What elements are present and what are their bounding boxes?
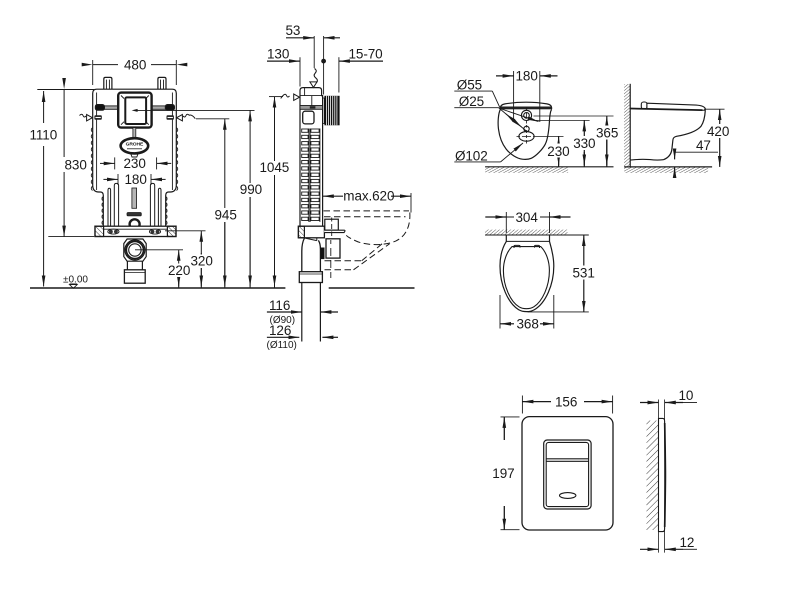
svg-text:304: 304 [516, 210, 539, 225]
svg-text:197: 197 [492, 466, 514, 481]
svg-text:330: 330 [573, 136, 595, 151]
svg-text:126: 126 [269, 323, 291, 338]
svg-text:(Ø90): (Ø90) [270, 315, 296, 326]
svg-text:220: 220 [168, 263, 190, 278]
svg-text:180: 180 [125, 172, 147, 187]
svg-text:420: 420 [707, 124, 729, 139]
svg-text:GROHE: GROHE [126, 142, 144, 148]
svg-text:Ø55: Ø55 [457, 78, 482, 93]
svg-text:368: 368 [517, 316, 539, 331]
svg-text:990: 990 [240, 182, 262, 197]
svg-text:130: 130 [267, 46, 289, 61]
svg-text:±0.00: ±0.00 [63, 275, 88, 286]
svg-text:Ø25: Ø25 [459, 94, 484, 109]
svg-text:47: 47 [696, 138, 711, 153]
svg-text:945: 945 [215, 207, 237, 222]
svg-text:(Ø110): (Ø110) [267, 340, 297, 351]
svg-text:320: 320 [191, 254, 213, 269]
svg-text:15-70: 15-70 [349, 46, 383, 61]
svg-text:230: 230 [547, 144, 569, 159]
svg-text:830: 830 [65, 157, 87, 172]
svg-text:365: 365 [596, 126, 618, 141]
svg-text:230: 230 [124, 156, 146, 171]
svg-text:10: 10 [679, 388, 694, 403]
svg-text:max.620: max.620 [343, 189, 394, 204]
svg-text:156: 156 [555, 394, 577, 409]
svg-text:1110: 1110 [30, 128, 58, 143]
svg-text:Ø102: Ø102 [455, 148, 488, 163]
svg-text:531: 531 [573, 266, 595, 281]
svg-text:1045: 1045 [260, 160, 290, 175]
svg-text:12: 12 [680, 535, 695, 550]
svg-text:180: 180 [516, 68, 538, 83]
svg-text:480: 480 [124, 57, 146, 72]
svg-text:53: 53 [286, 23, 301, 38]
svg-text:116: 116 [269, 298, 290, 313]
